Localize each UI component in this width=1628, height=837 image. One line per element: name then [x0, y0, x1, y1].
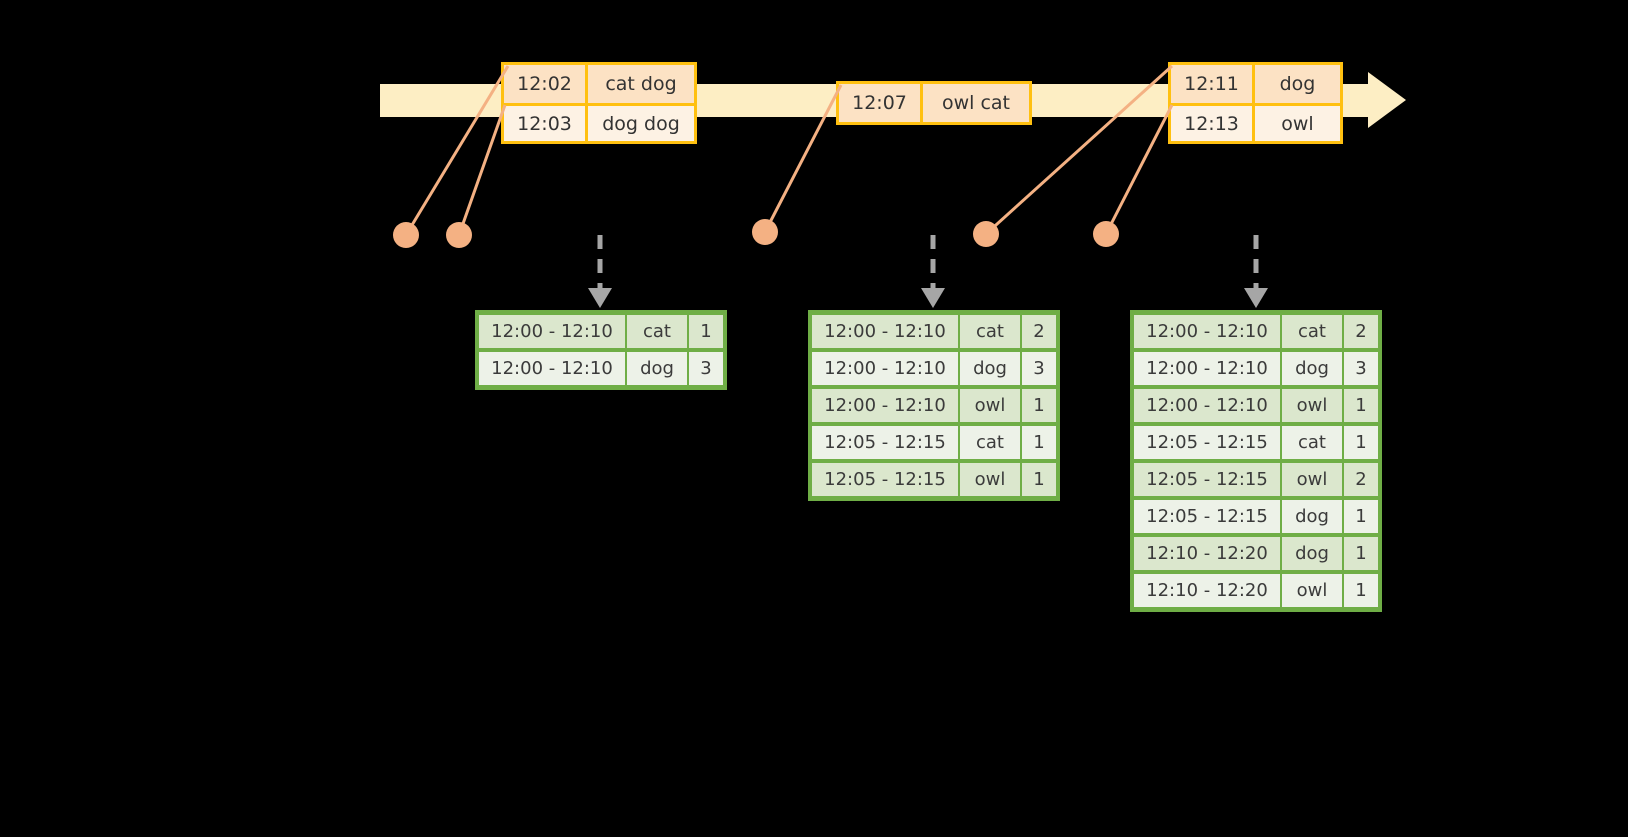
cell-word: owl [960, 389, 1020, 422]
flow-arrow-2-head-icon [921, 288, 945, 308]
cell-window: 12:00 - 12:10 [1134, 352, 1280, 385]
cell-word: dog [1282, 352, 1342, 385]
cell-word: cat [1282, 426, 1342, 459]
cell-word: dog [1282, 500, 1342, 533]
cell-window: 12:00 - 12:10 [479, 315, 625, 348]
event-row[interactable]: 12:13 owl [1171, 103, 1340, 141]
cell-window: 12:00 - 12:10 [1134, 315, 1280, 348]
event-row[interactable]: 12:07 owl cat [839, 84, 1029, 122]
cell-window: 12:00 - 12:10 [812, 389, 958, 422]
cell-count: 1 [1344, 389, 1378, 422]
connector-5-dot[interactable] [1093, 221, 1119, 247]
event-row[interactable]: 12:02 cat dog [504, 65, 694, 103]
cell-word: cat [1282, 315, 1342, 348]
event-row[interactable]: 12:11 dog [1171, 65, 1340, 103]
connector-5-line [1104, 104, 1174, 235]
cell-window: 12:10 - 12:20 [1134, 537, 1280, 570]
cell-word: cat [960, 315, 1020, 348]
event-group-2[interactable]: 12:07 owl cat [836, 81, 1032, 125]
event-words: dog [1279, 73, 1316, 95]
cell-count: 1 [1344, 500, 1378, 533]
cell-count: 1 [689, 315, 723, 348]
cell-count: 1 [1022, 463, 1056, 496]
cell-count: 1 [1022, 389, 1056, 422]
connector-4-dot[interactable] [973, 221, 999, 247]
cell-word: owl [1282, 463, 1342, 496]
event-time: 12:11 [1171, 65, 1255, 103]
event-words: owl [1281, 112, 1314, 135]
cell-word: owl [1282, 389, 1342, 422]
cell-count: 3 [689, 352, 723, 385]
cell-count: 1 [1344, 537, 1378, 570]
event-group-1[interactable]: 12:02 cat dog 12:03 dog dog [501, 62, 697, 144]
flow-arrow-3-head-icon [1244, 288, 1268, 308]
cell-word: dog [960, 352, 1020, 385]
cell-window: 12:05 - 12:15 [1134, 463, 1280, 496]
connector-2-dot[interactable] [446, 222, 472, 248]
event-time: 12:03 [504, 106, 588, 141]
event-words: cat dog [605, 73, 677, 95]
flow-arrow-1-head-icon [588, 288, 612, 308]
cell-window: 12:05 - 12:15 [812, 426, 958, 459]
cell-count: 1 [1022, 426, 1056, 459]
cell-count: 2 [1022, 315, 1056, 348]
cell-window: 12:00 - 12:10 [1134, 389, 1280, 422]
event-row[interactable]: 12:03 dog dog [504, 103, 694, 141]
cell-word: owl [960, 463, 1020, 496]
cell-count: 3 [1022, 352, 1056, 385]
connector-1-dot[interactable] [393, 222, 419, 248]
cell-word: cat [960, 426, 1020, 459]
event-time: 12:02 [504, 65, 588, 103]
cell-count: 2 [1344, 315, 1378, 348]
connector-3-dot[interactable] [752, 219, 778, 245]
cell-word: owl [1282, 574, 1342, 607]
cell-window: 12:00 - 12:10 [812, 315, 958, 348]
cell-count: 1 [1344, 426, 1378, 459]
cell-word: cat [627, 315, 687, 348]
cell-window: 12:10 - 12:20 [1134, 574, 1280, 607]
event-time: 12:07 [839, 84, 923, 122]
cell-window: 12:05 - 12:15 [812, 463, 958, 496]
cell-count: 2 [1344, 463, 1378, 496]
cell-word: dog [627, 352, 687, 385]
cell-window: 12:05 - 12:15 [1134, 500, 1280, 533]
event-words: owl cat [941, 92, 1011, 114]
event-words: dog dog [602, 112, 680, 135]
cell-count: 3 [1344, 352, 1378, 385]
cell-window: 12:05 - 12:15 [1134, 426, 1280, 459]
event-time: 12:13 [1171, 106, 1255, 141]
connector-2-line [457, 104, 507, 236]
event-group-3[interactable]: 12:11 dog 12:13 owl [1168, 62, 1343, 144]
cell-window: 12:00 - 12:10 [812, 352, 958, 385]
timeline-arrowhead-icon [1368, 72, 1406, 128]
cell-window: 12:00 - 12:10 [479, 352, 625, 385]
cell-count: 1 [1344, 574, 1378, 607]
cell-word: dog [1282, 537, 1342, 570]
